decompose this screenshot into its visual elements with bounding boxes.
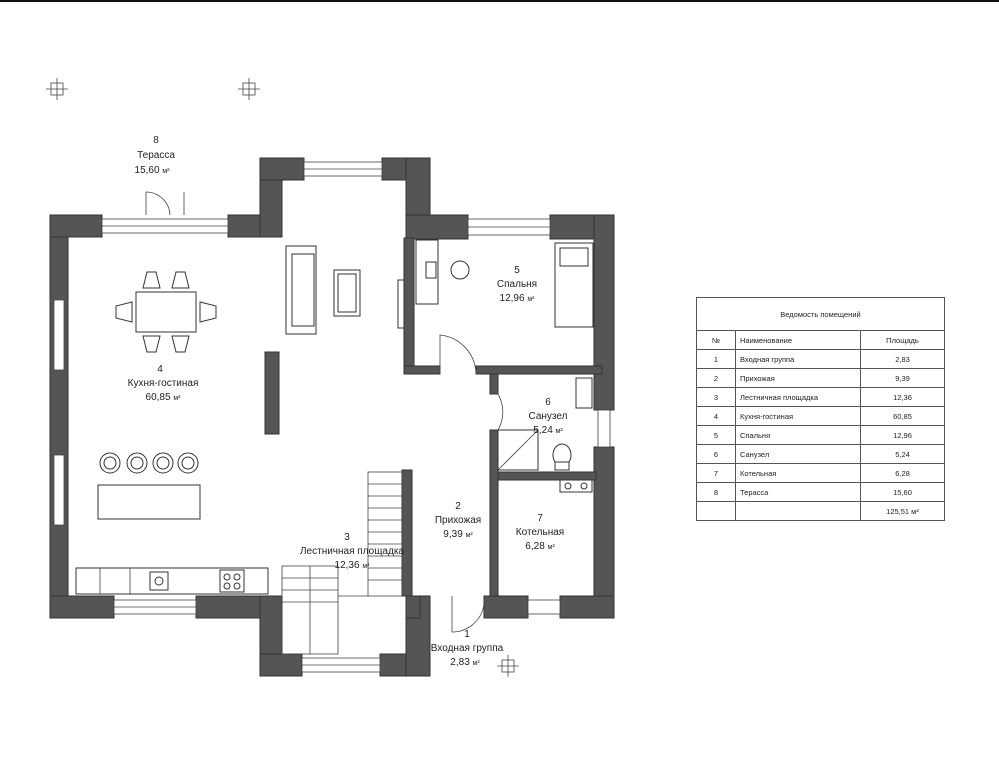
svg-text:Санузел: Санузел — [529, 411, 568, 422]
svg-text:12,96 м²: 12,96 м² — [500, 293, 536, 304]
svg-text:Котельная: Котельная — [516, 527, 564, 538]
room-label-2: 2 Прихожая 9,39 м² — [435, 501, 481, 540]
schedule-title: Ведомость помещений — [696, 297, 945, 331]
bedroom-furniture — [415, 239, 594, 328]
staircase — [281, 471, 403, 655]
interior-walls — [264, 237, 603, 597]
room-label-7: 7 Котельная 6,28 м² — [516, 513, 564, 552]
svg-text:8: 8 — [153, 135, 159, 146]
svg-text:Терасса: Терасса — [137, 150, 175, 161]
room-label-8: 8 Терасса 15,60 м² — [135, 135, 176, 176]
svg-text:5: 5 — [514, 265, 520, 276]
schedule-total-row: 125,51 м² — [696, 501, 945, 521]
tv-panel — [397, 279, 405, 329]
svg-text:5,24 м²: 5,24 м² — [533, 425, 563, 436]
doors — [145, 191, 504, 633]
bathroom-fixtures — [497, 377, 593, 471]
kitchen-counter — [75, 567, 269, 595]
svg-text:1: 1 — [464, 629, 470, 640]
sofa — [285, 245, 361, 335]
table-row: 2 Прихожая 9,39 — [696, 368, 945, 388]
windows — [53, 161, 611, 673]
table-row: 4 Кухня-гостиная 60,85 — [696, 406, 945, 426]
svg-text:Лестничная площадка: Лестничная площадка — [300, 546, 404, 557]
svg-text:6,28 м²: 6,28 м² — [525, 541, 555, 552]
svg-text:7: 7 — [537, 513, 543, 524]
table-row: 1 Входная группа 2,83 — [696, 349, 945, 369]
svg-text:2: 2 — [455, 501, 461, 512]
schedule-header-row: № Наименование Площадь — [696, 330, 945, 350]
col-header-name: Наименование — [735, 330, 861, 350]
room-label-4: 4 Кухня-гостиная 60,85 м² — [128, 364, 199, 403]
col-header-area: Площадь — [860, 330, 945, 350]
svg-text:3: 3 — [344, 532, 350, 543]
boiler — [559, 479, 593, 493]
svg-text:6: 6 — [545, 397, 551, 408]
svg-text:Кухня-гостиная: Кухня-гостиная — [128, 378, 199, 389]
svg-text:Прихожая: Прихожая — [435, 515, 481, 526]
svg-text:2,83 м²: 2,83 м² — [450, 657, 480, 668]
top-border-line — [0, 0, 999, 2]
axis-marker-icon — [497, 655, 519, 677]
table-row: 5 Спальня 12,96 — [696, 425, 945, 445]
svg-text:Спальня: Спальня — [497, 279, 537, 290]
room-label-1: 1 Входная группа 2,83 м² — [431, 629, 504, 668]
svg-text:60,85 м²: 60,85 м² — [146, 392, 182, 403]
kitchen-island — [97, 452, 201, 520]
room-label-3: 3 Лестничная площадка 12,36 м² — [300, 532, 404, 571]
axis-marker-icon — [238, 78, 260, 100]
table-row: 6 Санузел 5,24 — [696, 444, 945, 464]
col-header-no: № — [696, 330, 736, 350]
dining-table — [115, 271, 217, 353]
svg-text:12,36 м²: 12,36 м² — [335, 560, 371, 571]
room-schedule-table: Ведомость помещений № Наименование Площа… — [696, 297, 945, 521]
table-row: 8 Терасса 15,60 — [696, 482, 945, 502]
svg-text:9,39 м²: 9,39 м² — [443, 529, 473, 540]
room-label-5: 5 Спальня 12,96 м² — [497, 265, 537, 304]
table-row: 3 Лестничная площадка 12,36 — [696, 387, 945, 407]
svg-text:15,60 м²: 15,60 м² — [135, 165, 171, 176]
table-row: 7 Котельная 6,28 — [696, 463, 945, 483]
schedule-total: 125,51 м² — [860, 501, 945, 521]
axis-marker-icon — [46, 78, 68, 100]
svg-text:4: 4 — [157, 364, 163, 375]
room-label-6: 6 Санузел 5,24 м² — [529, 397, 568, 436]
svg-text:Входная группа: Входная группа — [431, 643, 504, 654]
